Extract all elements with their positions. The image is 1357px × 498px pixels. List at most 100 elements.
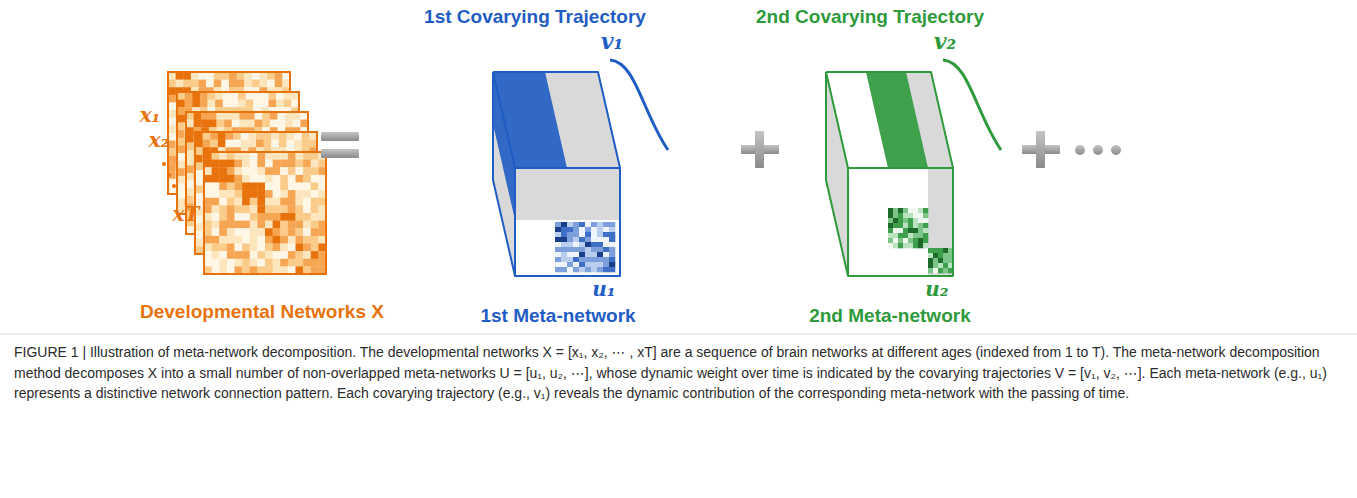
heatmap-cell bbox=[296, 221, 304, 229]
heatmap-cell bbox=[235, 183, 243, 191]
heatmap-cell bbox=[573, 257, 579, 262]
heatmap-cell bbox=[168, 95, 176, 103]
heatmap-cell bbox=[280, 167, 288, 175]
heatmap-cell bbox=[609, 247, 615, 252]
heatmap-cell bbox=[928, 258, 933, 263]
heatmap-cell bbox=[597, 222, 603, 227]
heatmap-cell bbox=[265, 236, 273, 244]
heatmap-cell bbox=[186, 120, 194, 128]
heatmap-cell bbox=[257, 251, 265, 259]
heatmap-cell bbox=[257, 213, 265, 221]
heatmap-cell bbox=[237, 72, 245, 80]
heatmap-cell bbox=[250, 190, 258, 198]
heatmap-cell bbox=[235, 236, 243, 244]
heatmap-cell bbox=[302, 132, 310, 140]
heatmap-cell bbox=[255, 112, 263, 120]
heatmap-cell bbox=[311, 152, 319, 160]
heatmap-cell bbox=[250, 259, 258, 267]
heatmap-cell bbox=[195, 147, 203, 155]
heatmap-cell bbox=[561, 242, 567, 247]
heatmap-cell bbox=[239, 112, 247, 120]
heatmap-cell bbox=[262, 120, 270, 128]
heatmap-cell bbox=[250, 152, 258, 160]
heatmap-cell bbox=[177, 107, 185, 115]
heatmap-cell bbox=[242, 213, 250, 221]
heatmap-cell bbox=[555, 222, 561, 227]
heatmap-cell bbox=[903, 218, 908, 223]
heatmap-cell bbox=[204, 190, 212, 198]
heatmap-cell bbox=[177, 123, 185, 131]
heatmap-cell bbox=[212, 259, 220, 267]
heatmap-cell bbox=[273, 175, 281, 183]
heatmap-cell bbox=[585, 247, 591, 252]
heatmap-cell bbox=[227, 236, 235, 244]
heatmap-cell bbox=[219, 167, 227, 175]
heatmap-cell bbox=[242, 183, 250, 191]
heatmap-cell bbox=[273, 167, 281, 175]
heatmap-cell bbox=[296, 244, 304, 252]
heatmap-cell bbox=[250, 198, 258, 206]
heatmap-cell bbox=[219, 221, 227, 229]
heatmap-cell bbox=[573, 232, 579, 237]
heatmap-cell bbox=[273, 190, 281, 198]
heatmap-cell bbox=[219, 259, 227, 267]
matrix-border bbox=[195, 132, 317, 254]
heatmap-cell bbox=[555, 242, 561, 247]
heatmap-cell bbox=[235, 160, 243, 168]
panel-label: Developmental Networks X bbox=[140, 301, 384, 323]
heatmap-cell bbox=[260, 72, 268, 80]
heatmap-cell bbox=[561, 222, 567, 227]
heatmap-cell bbox=[250, 228, 258, 236]
heatmap-cell bbox=[194, 112, 202, 120]
heatmap-cell bbox=[903, 233, 908, 238]
heatmap-cell bbox=[265, 160, 273, 168]
heatmap-cell bbox=[273, 259, 281, 267]
heatmap-cell bbox=[199, 80, 207, 88]
heatmap-cell bbox=[555, 262, 561, 267]
heatmap-cell bbox=[224, 112, 232, 120]
heatmap-cell bbox=[177, 130, 185, 138]
heatmap-cell bbox=[279, 140, 287, 148]
heatmap-cell bbox=[235, 167, 243, 175]
heatmap-cell bbox=[275, 72, 283, 80]
heatmap-cell bbox=[296, 167, 304, 175]
heatmap-cell bbox=[168, 156, 176, 164]
heatmap-cell bbox=[597, 252, 603, 257]
heatmap-cell bbox=[265, 167, 273, 175]
heatmap-cell bbox=[176, 80, 184, 88]
heatmap-cell bbox=[264, 140, 272, 148]
heatmap-cell bbox=[212, 236, 220, 244]
heatmap-cell bbox=[271, 132, 279, 140]
heatmap-cell bbox=[177, 176, 185, 184]
heatmap-cell bbox=[235, 244, 243, 252]
heatmap-cell bbox=[192, 100, 200, 108]
heatmap-cell bbox=[893, 233, 898, 238]
heatmap-cell bbox=[219, 183, 227, 191]
heatmap-cell bbox=[265, 244, 273, 252]
heatmap-cell bbox=[591, 237, 597, 242]
heatmap-cell bbox=[267, 72, 275, 80]
heatmap-cell bbox=[567, 252, 573, 257]
heatmap-cell bbox=[204, 228, 212, 236]
heatmap-cell bbox=[183, 72, 191, 80]
heatmap-cell bbox=[219, 160, 227, 168]
heatmap-cell bbox=[603, 227, 609, 232]
heatmap-cell bbox=[888, 238, 893, 243]
heatmap-cell bbox=[311, 259, 319, 267]
heatmap-cell bbox=[212, 175, 220, 183]
heatmap-cell bbox=[235, 205, 243, 213]
heatmap-cell bbox=[303, 221, 311, 229]
heatmap-cell bbox=[918, 218, 923, 223]
heatmap-cell bbox=[296, 228, 304, 236]
heatmap-cell bbox=[597, 227, 603, 232]
heatmap-cell bbox=[908, 213, 913, 218]
heatmap-cell bbox=[898, 218, 903, 223]
vector-symbol: x₂ bbox=[149, 129, 170, 152]
heatmap-cell bbox=[597, 267, 603, 272]
heatmap-cell bbox=[609, 257, 615, 262]
heatmap-cell bbox=[195, 132, 203, 140]
heatmap-cell bbox=[296, 205, 304, 213]
heatmap-cell bbox=[260, 80, 268, 88]
heatmap-cell bbox=[555, 232, 561, 237]
heatmap-cell bbox=[913, 243, 918, 248]
